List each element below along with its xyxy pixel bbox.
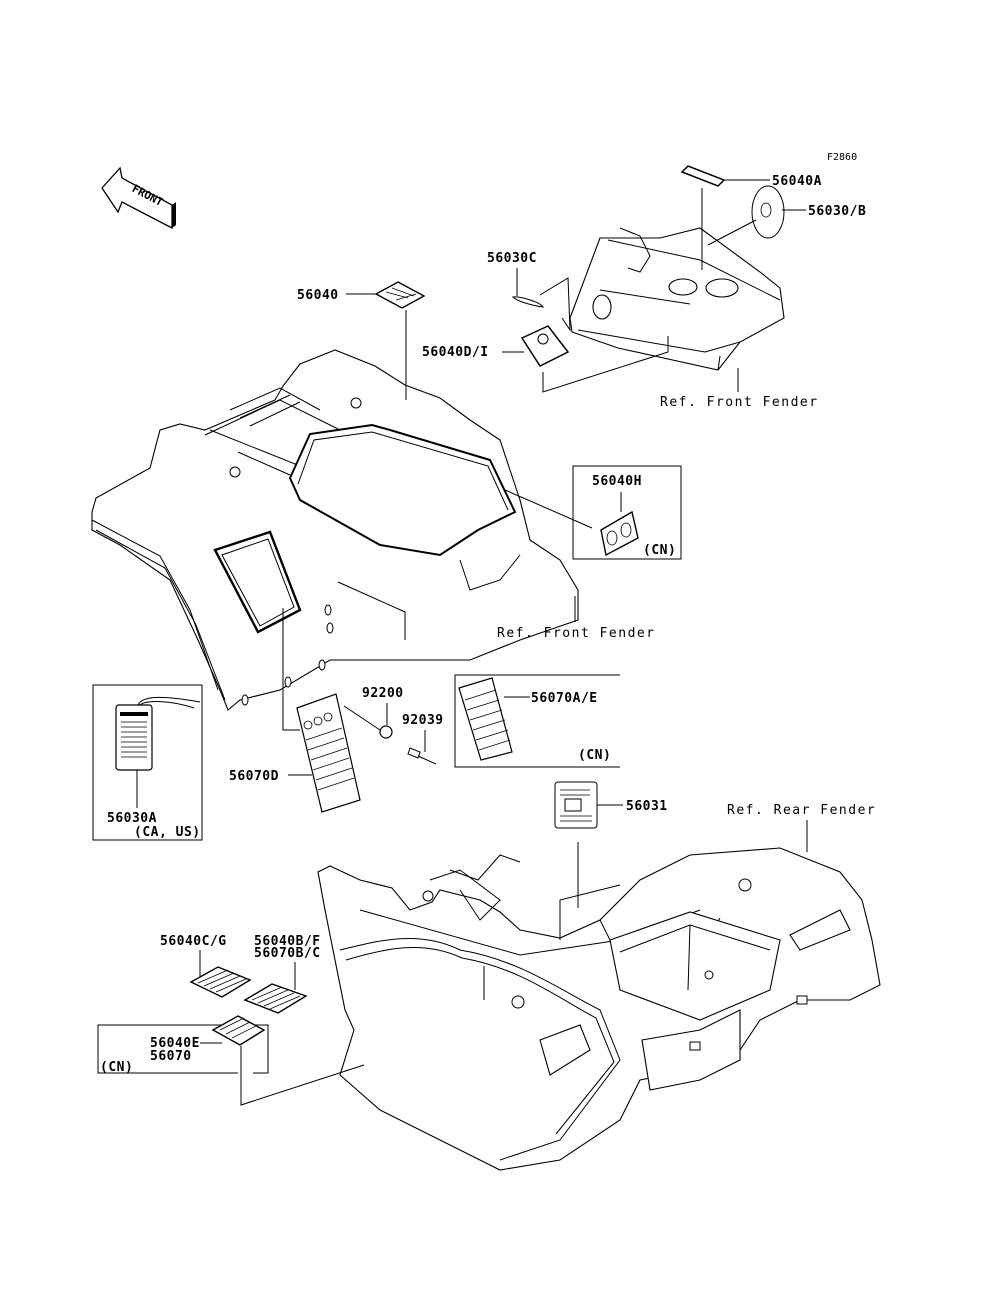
part-56070D: 56070D bbox=[229, 769, 279, 784]
part-56040E: 56040E bbox=[150, 1036, 200, 1051]
ref-front-fender-top: Ref. Front Fender bbox=[660, 395, 819, 410]
rear-fender-illustration bbox=[317, 847, 881, 1171]
part-56030B: 56030/B bbox=[808, 204, 866, 219]
part-56040E-box: 56040E 56070 (CN) bbox=[97, 1015, 365, 1106]
front-direction-arrow-icon: FRONT bbox=[101, 166, 176, 230]
region-note-ca-us: (CA, US) bbox=[134, 825, 201, 840]
part-56030C-callout: 56030C bbox=[487, 251, 571, 332]
part-56040BF: 56040B/F bbox=[254, 934, 321, 949]
ref-rear-fender: Ref. Rear Fender bbox=[727, 803, 876, 818]
part-56040-callout: 56040 bbox=[297, 281, 426, 400]
ref-front-fender-mid: Ref. Front Fender bbox=[497, 626, 656, 641]
part-56040DI: 56040D/I bbox=[422, 345, 489, 360]
part-56030A: 56030A bbox=[107, 811, 157, 826]
part-56070AE-box: 56070A/E (CN) bbox=[454, 674, 620, 768]
part-56030B-callout: 56030/B bbox=[707, 185, 866, 246]
region-note-cn-e: (CN) bbox=[100, 1060, 133, 1075]
part-56070AE: 56070A/E bbox=[531, 691, 598, 706]
part-56031-callout: 56031 bbox=[554, 781, 668, 908]
part-92200-callout: 92200 bbox=[343, 686, 404, 739]
part-56030A-box: 56030A (CA, US) bbox=[92, 684, 203, 841]
part-56040A-callout: 56040A bbox=[680, 165, 822, 270]
part-56070BC: 56070B/C bbox=[254, 946, 321, 961]
part-56040CG-callout: 56040C/G bbox=[160, 934, 252, 998]
part-56040H-box: 56040H (CN) bbox=[504, 465, 682, 560]
part-56040: 56040 bbox=[297, 288, 339, 303]
part-56040CG: 56040C/G bbox=[160, 934, 227, 949]
part-56070D-callout: 56070D bbox=[229, 608, 361, 813]
part-56040H: 56040H bbox=[592, 474, 642, 489]
part-56040BF-callout: 56040B/F 56070B/C bbox=[243, 934, 321, 1014]
part-92039-callout: 92039 bbox=[402, 713, 444, 765]
part-56031: 56031 bbox=[626, 799, 668, 814]
figure-id: F2860 bbox=[827, 152, 857, 163]
front-fender-top-illustration bbox=[569, 227, 785, 371]
part-56030C: 56030C bbox=[487, 251, 537, 266]
region-note-cn-h: (CN) bbox=[643, 543, 676, 558]
part-92039: 92039 bbox=[402, 713, 444, 728]
part-56040A: 56040A bbox=[772, 174, 822, 189]
part-92200: 92200 bbox=[362, 686, 404, 701]
part-56040DI-callout: 56040D/I bbox=[422, 325, 669, 393]
part-56070: 56070 bbox=[150, 1049, 192, 1064]
front-fender-main-illustration bbox=[91, 349, 579, 711]
region-note-cn-ae: (CN) bbox=[578, 748, 611, 763]
